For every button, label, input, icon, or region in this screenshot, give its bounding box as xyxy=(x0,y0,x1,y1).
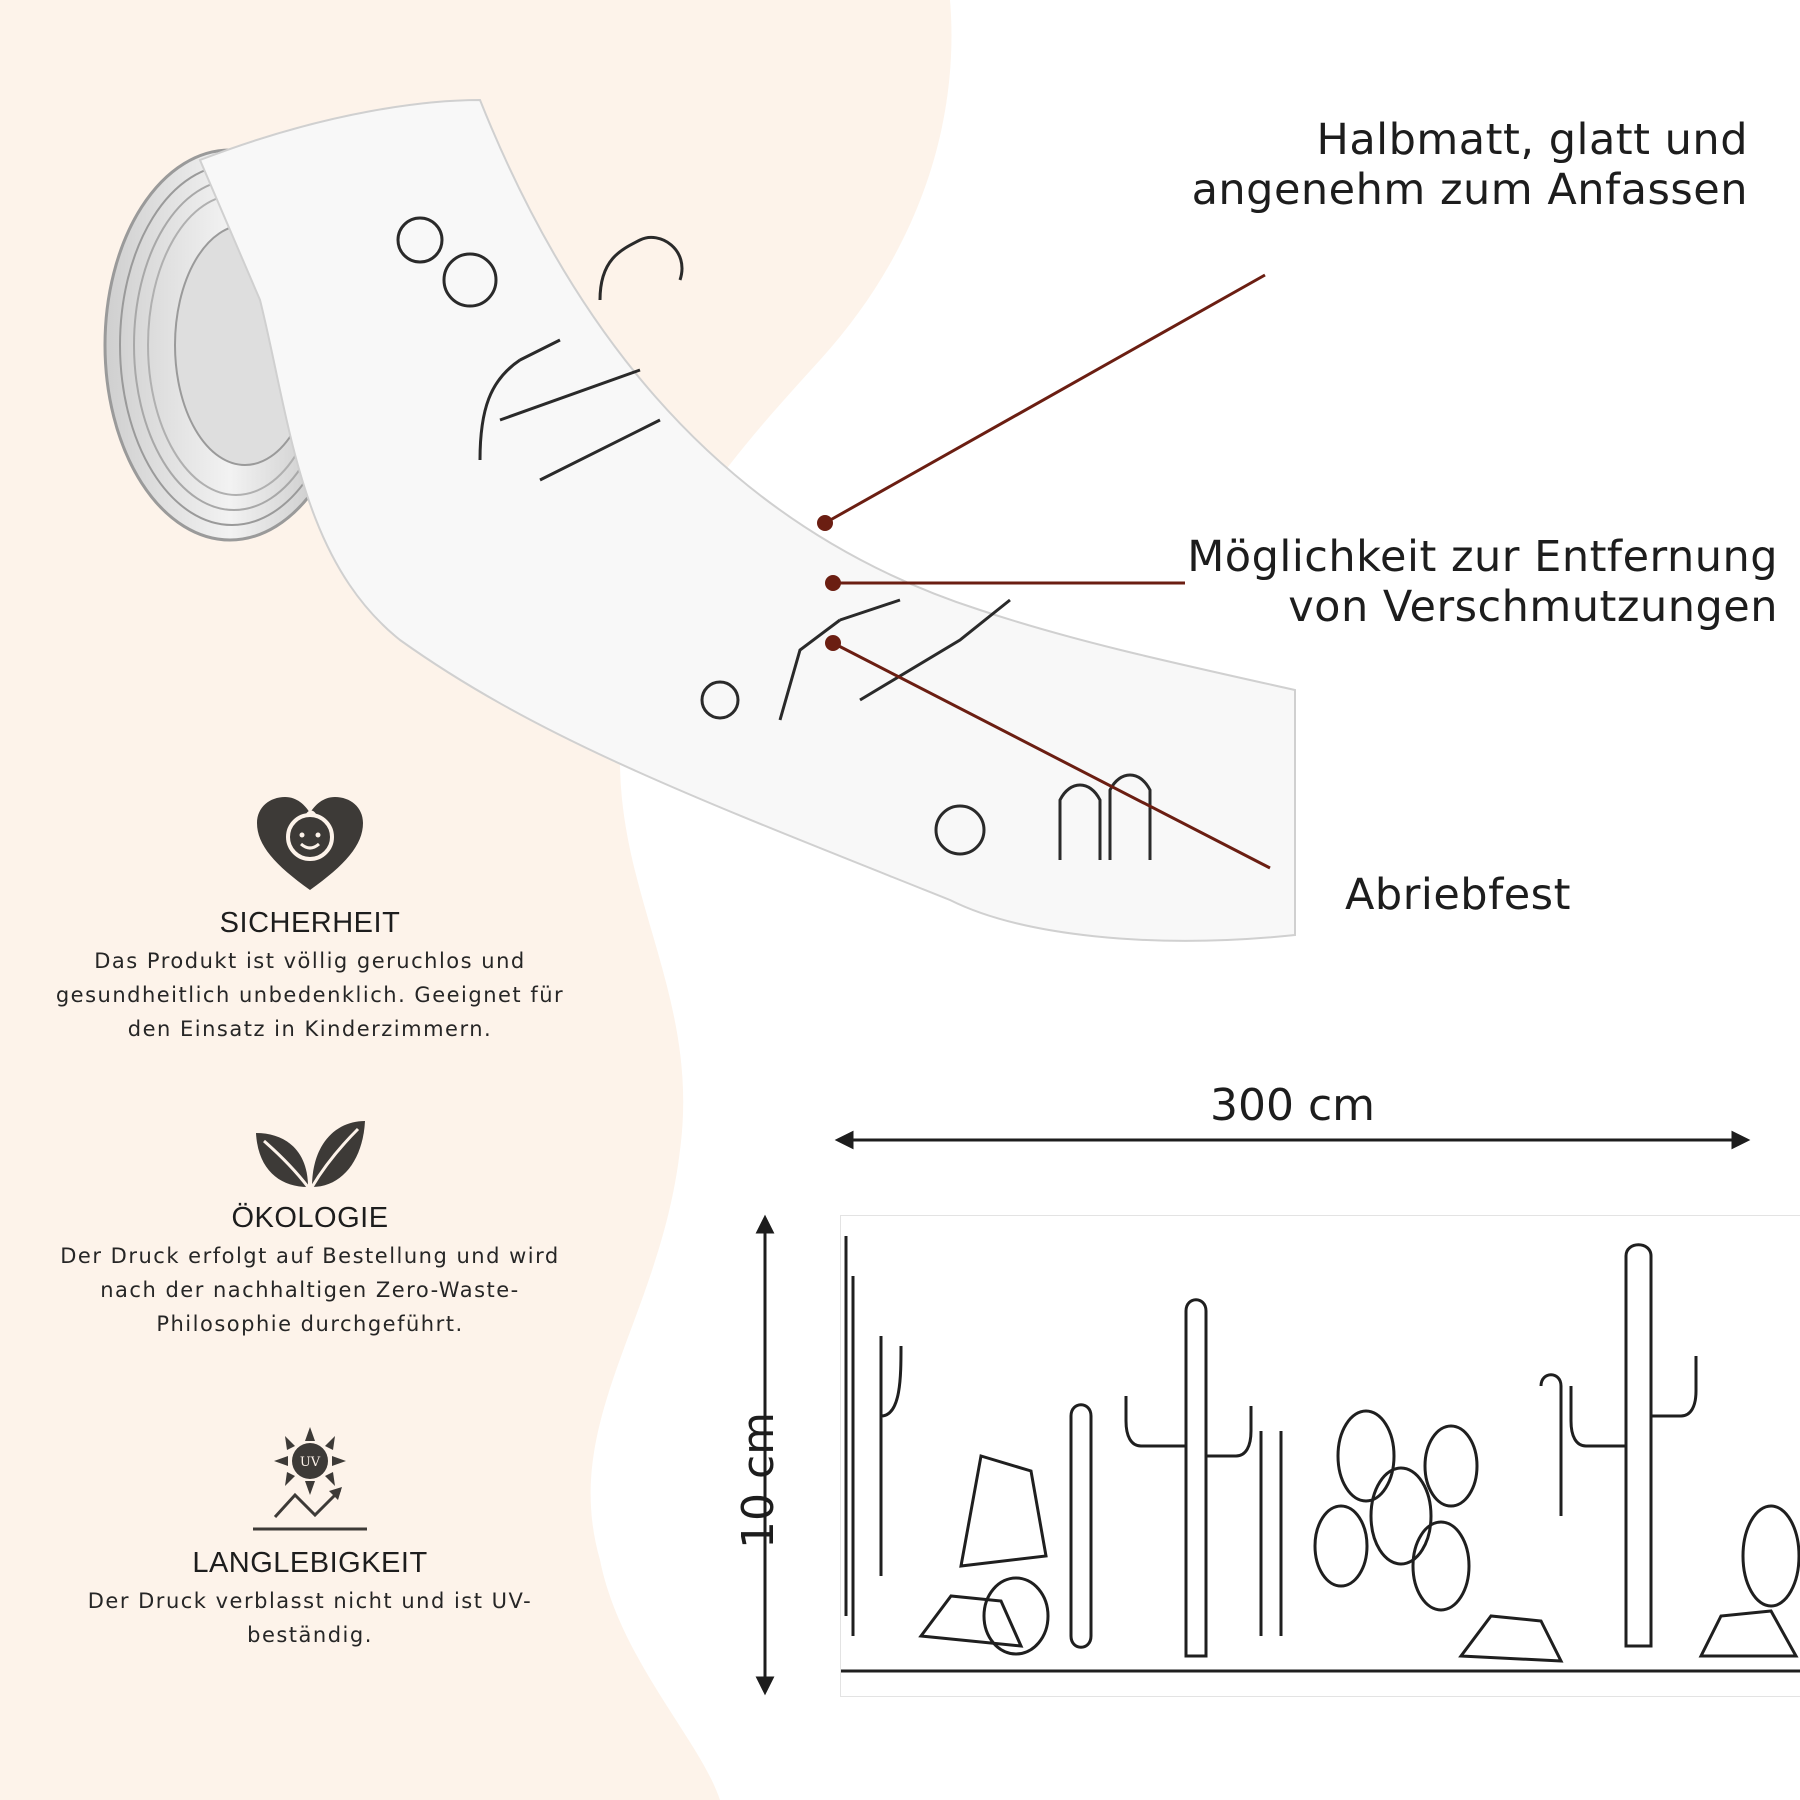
height-label: 10 cm xyxy=(733,1411,785,1550)
cactus-pattern-roll xyxy=(396,216,1152,860)
svg-text:UV: UV xyxy=(300,1455,321,1470)
width-dimension-arrow xyxy=(834,1130,1751,1150)
leaf-icon xyxy=(256,1121,365,1188)
info-ecology: ÖKOLOGIE Der Druck erfolgt auf Bestellun… xyxy=(40,1115,580,1341)
heart-baby-icon xyxy=(257,797,363,890)
feature-matte-label: Halbmatt, glatt und angenehm zum Anfasse… xyxy=(1191,115,1748,215)
info-safety: SICHERHEIT Das Produkt ist völlig geruch… xyxy=(40,795,580,1046)
callout-lines xyxy=(824,273,1271,870)
width-label: 300 cm xyxy=(1210,1080,1376,1131)
info-ecology-text: Der Druck erfolgt auf Bestellung und wir… xyxy=(60,1244,560,1336)
info-ecology-title: ÖKOLOGIE xyxy=(231,1202,389,1234)
info-durability-text: Der Druck verblasst nicht und ist UV- be… xyxy=(87,1589,533,1647)
info-safety-text: Das Produkt ist völlig geruchlos und ges… xyxy=(55,949,565,1041)
info-durability: UV LANGLEBIGKEIT Der Druck verblasst nic… xyxy=(40,1425,580,1652)
unrolled-strip xyxy=(198,98,1296,942)
cactus-pattern-preview xyxy=(841,1236,1800,1673)
callout-dot-matte xyxy=(817,515,833,531)
feature-abrasion-label: Abriebfest xyxy=(1345,870,1571,920)
callout-dot-cleaning xyxy=(825,575,841,591)
feature-cleaning-label: Möglichkeit zur Entfernung von Verschmut… xyxy=(1187,532,1778,632)
callout-dot-abrasion xyxy=(825,635,841,651)
uv-sun-icon: UV xyxy=(253,1427,367,1531)
border-preview xyxy=(840,1215,1800,1697)
info-safety-title: SICHERHEIT xyxy=(219,907,401,939)
info-durability-title: LANGLEBIGKEIT xyxy=(192,1547,428,1579)
height-dimension-arrow xyxy=(755,1214,775,1696)
